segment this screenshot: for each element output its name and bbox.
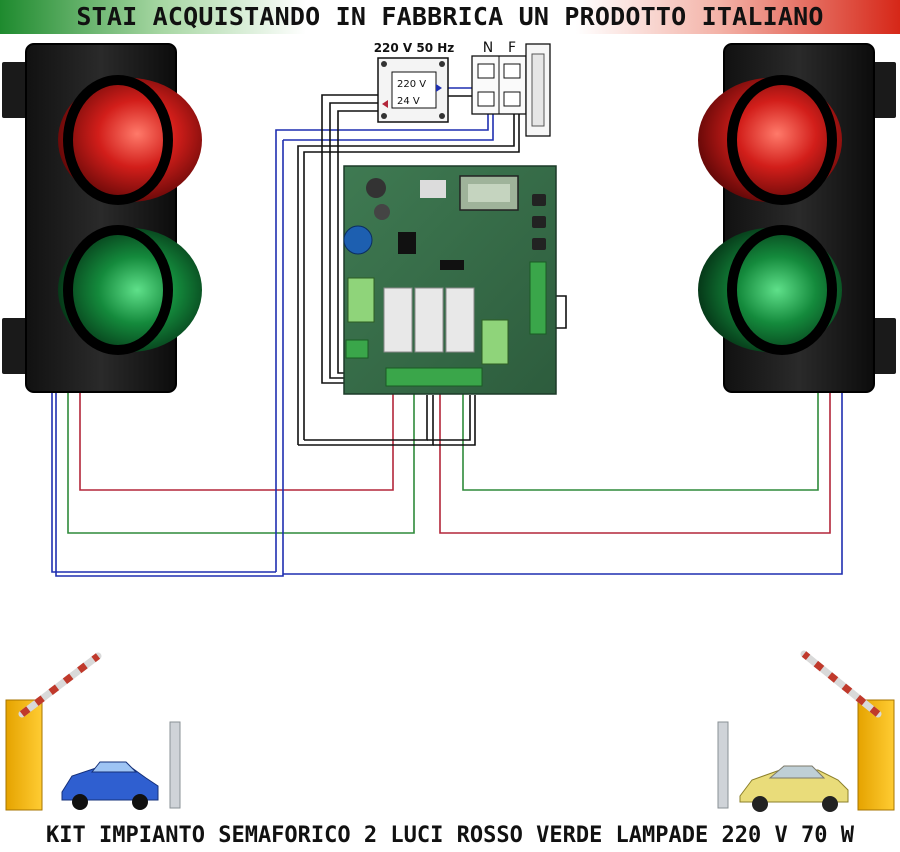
wire-right-red [439,372,831,534]
blue-car-icon [61,761,159,810]
left-red-hood [63,75,173,205]
capacitor-1 [366,178,386,198]
right-bracket-bottom [870,318,896,374]
left-bracket-top [2,62,28,118]
transformer-input-label: 220 V [397,79,426,90]
left-barrier-scene [5,652,181,811]
wire-black-common [433,395,476,446]
wires [51,87,843,577]
footer-title: KIT IMPIANTO SEMAFORICO 2 LUCI ROSSO VER… [46,823,854,848]
control-board [343,165,557,395]
ic-chip-2 [440,260,464,270]
left-support-post [169,721,181,809]
header-title: STAI ACQUISTANDO IN FABBRICA UN PRODOTTO… [76,2,824,31]
left-barrier-post [5,699,43,811]
transformer-output-label: 24 V [397,96,420,107]
screw-n-top [477,63,495,79]
wire-left-blue-1 [55,140,284,577]
terminal-strip-bottom [385,367,483,387]
terminal-strip-right [529,261,547,335]
right-support-post [717,721,729,809]
pcb [343,165,557,395]
right-barrier-arm [800,650,882,718]
board-fuse-2 [481,319,509,365]
wire-black-return [298,395,434,446]
terminal-f-label: F [508,40,516,56]
wire-right-blue [283,392,843,575]
fuse [531,53,545,127]
relay-3 [445,287,475,353]
right-traffic-light [698,43,896,393]
right-barrier-scene [717,650,895,812]
wire-left-green [67,372,415,534]
board-fuse-1 [347,277,375,323]
relay-2 [414,287,444,353]
terminal-block: N F [471,40,551,137]
yellow-car-icon [739,765,849,812]
header-banner [0,0,900,34]
wire-blue-neutral-2 [283,110,494,141]
wire-black-phase-2 [303,110,520,440]
input-arrow-icon [436,84,442,92]
wire-blue-neutral [275,110,489,572]
wire-black-phase-1 [297,110,515,445]
left-barrier-arm [18,652,102,718]
screw-n-bottom [477,91,495,107]
left-bracket-bottom [2,318,28,374]
right-red-hood [727,75,837,205]
right-barrier-post [857,699,895,811]
wire-black-return-2 [304,395,428,441]
left-traffic-light [2,43,202,393]
screw-f-bottom [503,91,521,107]
right-green-hood [727,225,837,355]
wire-left-red [79,372,394,491]
right-bracket-top [870,62,896,118]
button-1 [532,194,546,206]
wire-right-green [462,372,819,491]
output-arrow-icon [382,100,388,108]
ic-chip [398,232,416,254]
wire-black-common-2 [427,395,471,441]
wire-left-blue-2 [51,392,276,573]
transformer: 220 V 50 Hz 220 V 24 V [374,41,455,123]
screw-f-top [503,63,521,79]
terminal-24v [345,339,369,359]
capacitor-2 [374,204,390,220]
button-3 [532,238,546,250]
relay-1 [383,287,413,353]
button-2 [532,216,546,228]
capacitor-3 [343,225,373,255]
terminal-n-label: N [483,40,493,56]
left-green-hood [63,225,173,355]
transformer-title: 220 V 50 Hz [374,41,455,55]
